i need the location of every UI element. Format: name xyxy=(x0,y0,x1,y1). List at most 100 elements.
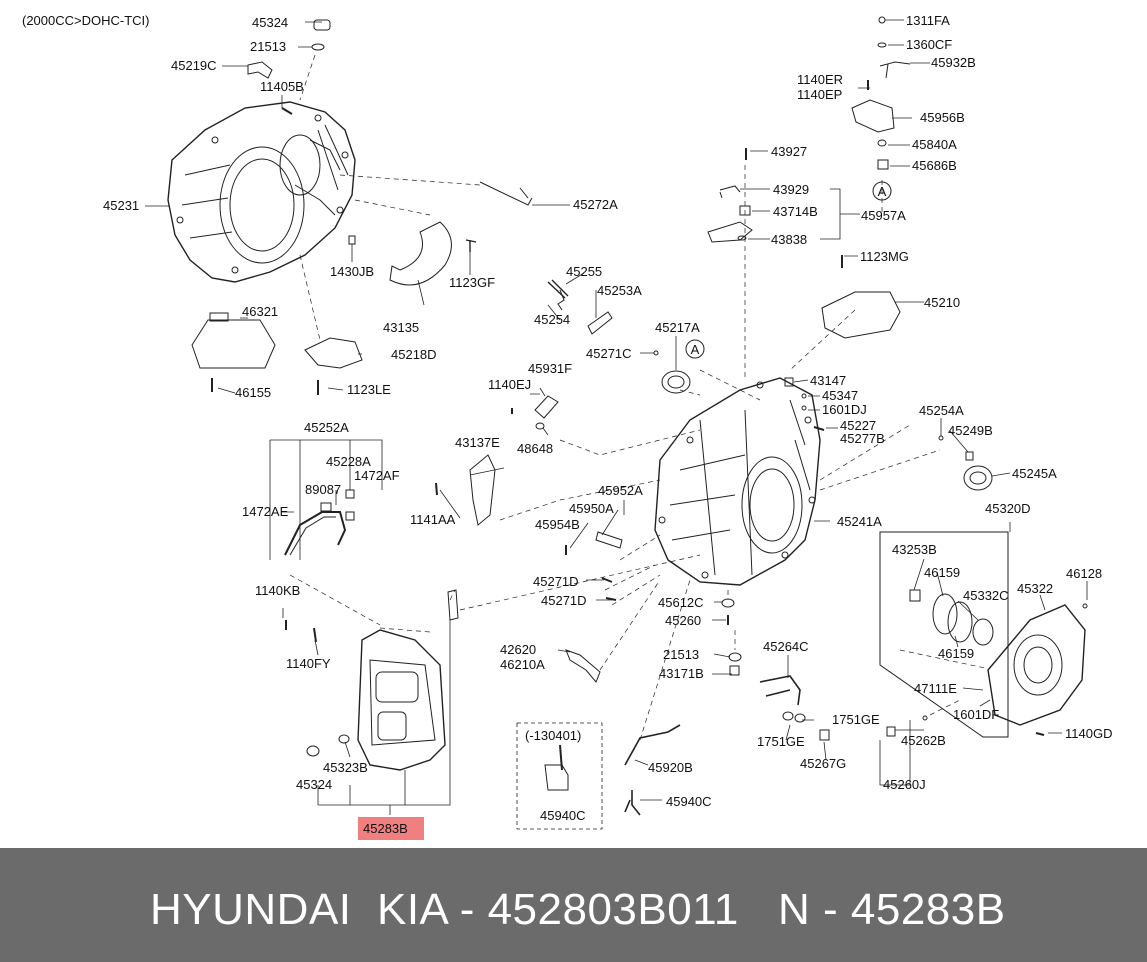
part-label: 45957A xyxy=(861,208,906,223)
part-label: 1140EJ xyxy=(488,377,531,392)
part-label: 1751GE xyxy=(832,712,880,727)
part-label: 45952A xyxy=(598,483,643,498)
part-label: 45954B xyxy=(535,517,580,532)
part-label: 45254A xyxy=(919,403,964,418)
part-label: 47111E xyxy=(914,681,957,696)
variant-frame xyxy=(516,722,603,830)
part-label: 45612C xyxy=(658,595,704,610)
part-label: 45241A xyxy=(837,514,882,529)
part-label: 1751GE xyxy=(757,734,805,749)
valve-body-drawing xyxy=(285,589,459,771)
part-label: 45255 xyxy=(566,264,602,279)
part-label: 45254 xyxy=(534,312,570,327)
part-label: 21513 xyxy=(250,39,286,54)
part-label: 1123LE xyxy=(347,382,391,397)
part-label: 46155 xyxy=(235,385,271,400)
part-label: 46321 xyxy=(242,304,278,319)
part-label: 46159 xyxy=(938,646,974,661)
part-label: 1140KB xyxy=(255,583,300,598)
engine-variant-note: (2000CC>DOHC-TCI) xyxy=(22,13,150,28)
part-label: 45686B xyxy=(912,158,957,173)
dashed-lines xyxy=(289,54,986,741)
diagram-reference-number: N - 45283B xyxy=(778,885,1006,934)
part-label: 1123MG xyxy=(860,249,909,264)
part-label: 45267G xyxy=(800,756,846,771)
part-label: 45277B xyxy=(840,431,885,446)
circle-marker-right xyxy=(872,181,892,201)
part-label: 45840A xyxy=(912,137,957,152)
part-label: 1140EP xyxy=(797,87,842,102)
part-label: 45260J xyxy=(883,777,926,792)
part-label: 45231 xyxy=(103,198,139,213)
part-label: 42620 xyxy=(500,642,536,657)
part-label: 43929 xyxy=(773,182,809,197)
part-label: 45950A xyxy=(569,501,614,516)
part-label: 45324 xyxy=(296,777,332,792)
part-label: 45264C xyxy=(763,639,809,654)
part-label: 45227 xyxy=(840,418,876,433)
part-label: 45271D xyxy=(533,574,579,589)
transmission-case-drawing xyxy=(654,377,821,586)
part-label: 46128 xyxy=(1066,566,1102,581)
part-label: 1140ER xyxy=(797,72,843,87)
circle-marker-label: A xyxy=(691,342,700,357)
part-label: 1123GF xyxy=(449,275,495,290)
part-label: 43135 xyxy=(383,320,419,335)
variant-date-note: (-130401) xyxy=(525,728,581,743)
leader-lines xyxy=(145,19,1088,815)
part-label: 43714B xyxy=(773,204,818,219)
part-label: 45219C xyxy=(171,58,217,73)
part-label: 11405B xyxy=(260,79,304,94)
part-label: 45245A xyxy=(1012,466,1057,481)
part-label: 1140FY xyxy=(286,656,331,671)
top-left-small-parts xyxy=(247,19,533,286)
part-label: 45931F xyxy=(528,361,572,376)
highlight-target-part xyxy=(358,817,424,840)
part-label: 45271D xyxy=(541,593,587,608)
part-label: 43171B xyxy=(659,666,704,681)
part-label: 1472AE xyxy=(242,504,289,519)
part-label: 45932B xyxy=(931,55,976,70)
part-label: 45940C xyxy=(666,794,712,809)
part-label: 43253B xyxy=(892,542,937,557)
part-label: 45920B xyxy=(648,760,693,775)
part-label: 1430JB xyxy=(330,264,374,279)
side-cover-group xyxy=(759,531,1088,741)
part-label: 1140GD xyxy=(1065,726,1112,741)
part-label: 21513 xyxy=(663,647,699,662)
part-label: 1601DF xyxy=(953,707,999,722)
part-label: 45228A xyxy=(326,454,371,469)
part-label: 1141AA xyxy=(410,512,456,527)
exploded-parts-diagram: A A (2000CC>DOHC-TCI) (-130401) 45324 21… xyxy=(22,13,1112,840)
filter-and-bracket xyxy=(191,312,363,395)
part-label: 43137E xyxy=(455,435,500,450)
part-label: 43927 xyxy=(771,144,807,159)
part-label: 45262B xyxy=(901,733,946,748)
target-part-label: 45283B xyxy=(363,821,408,836)
brand-part-number: HYUNDAI KIA - 452803B011 xyxy=(150,885,739,934)
part-label: 45260 xyxy=(665,613,701,628)
circle-marker-label: A xyxy=(878,184,887,199)
part-number-banner xyxy=(0,848,1147,962)
part-label: 46210A xyxy=(500,657,545,672)
part-label: 45217A xyxy=(655,320,700,335)
part-label: 45249B xyxy=(948,423,993,438)
part-label: 43838 xyxy=(771,232,807,247)
part-label: 89087 xyxy=(305,482,341,497)
right-side-parts xyxy=(707,16,993,491)
part-label: 45332C xyxy=(963,588,1009,603)
part-label: 43147 xyxy=(810,373,846,388)
part-label: 45324 xyxy=(252,15,288,30)
part-label: 1360CF xyxy=(906,37,952,52)
part-label: 45272A xyxy=(573,197,618,212)
part-label: 45940C xyxy=(540,808,586,823)
part-label: 45322 xyxy=(1017,581,1053,596)
oil-pipes-drawing xyxy=(284,489,355,556)
part-label: 1311FA xyxy=(906,13,950,28)
part-label: 45320D xyxy=(985,501,1031,516)
part-label: 1472AF xyxy=(354,468,400,483)
part-label: 1601DJ xyxy=(822,402,867,417)
part-label: 45347 xyxy=(822,388,858,403)
converter-housing-drawing xyxy=(167,101,356,283)
part-label: 45956B xyxy=(920,110,965,125)
